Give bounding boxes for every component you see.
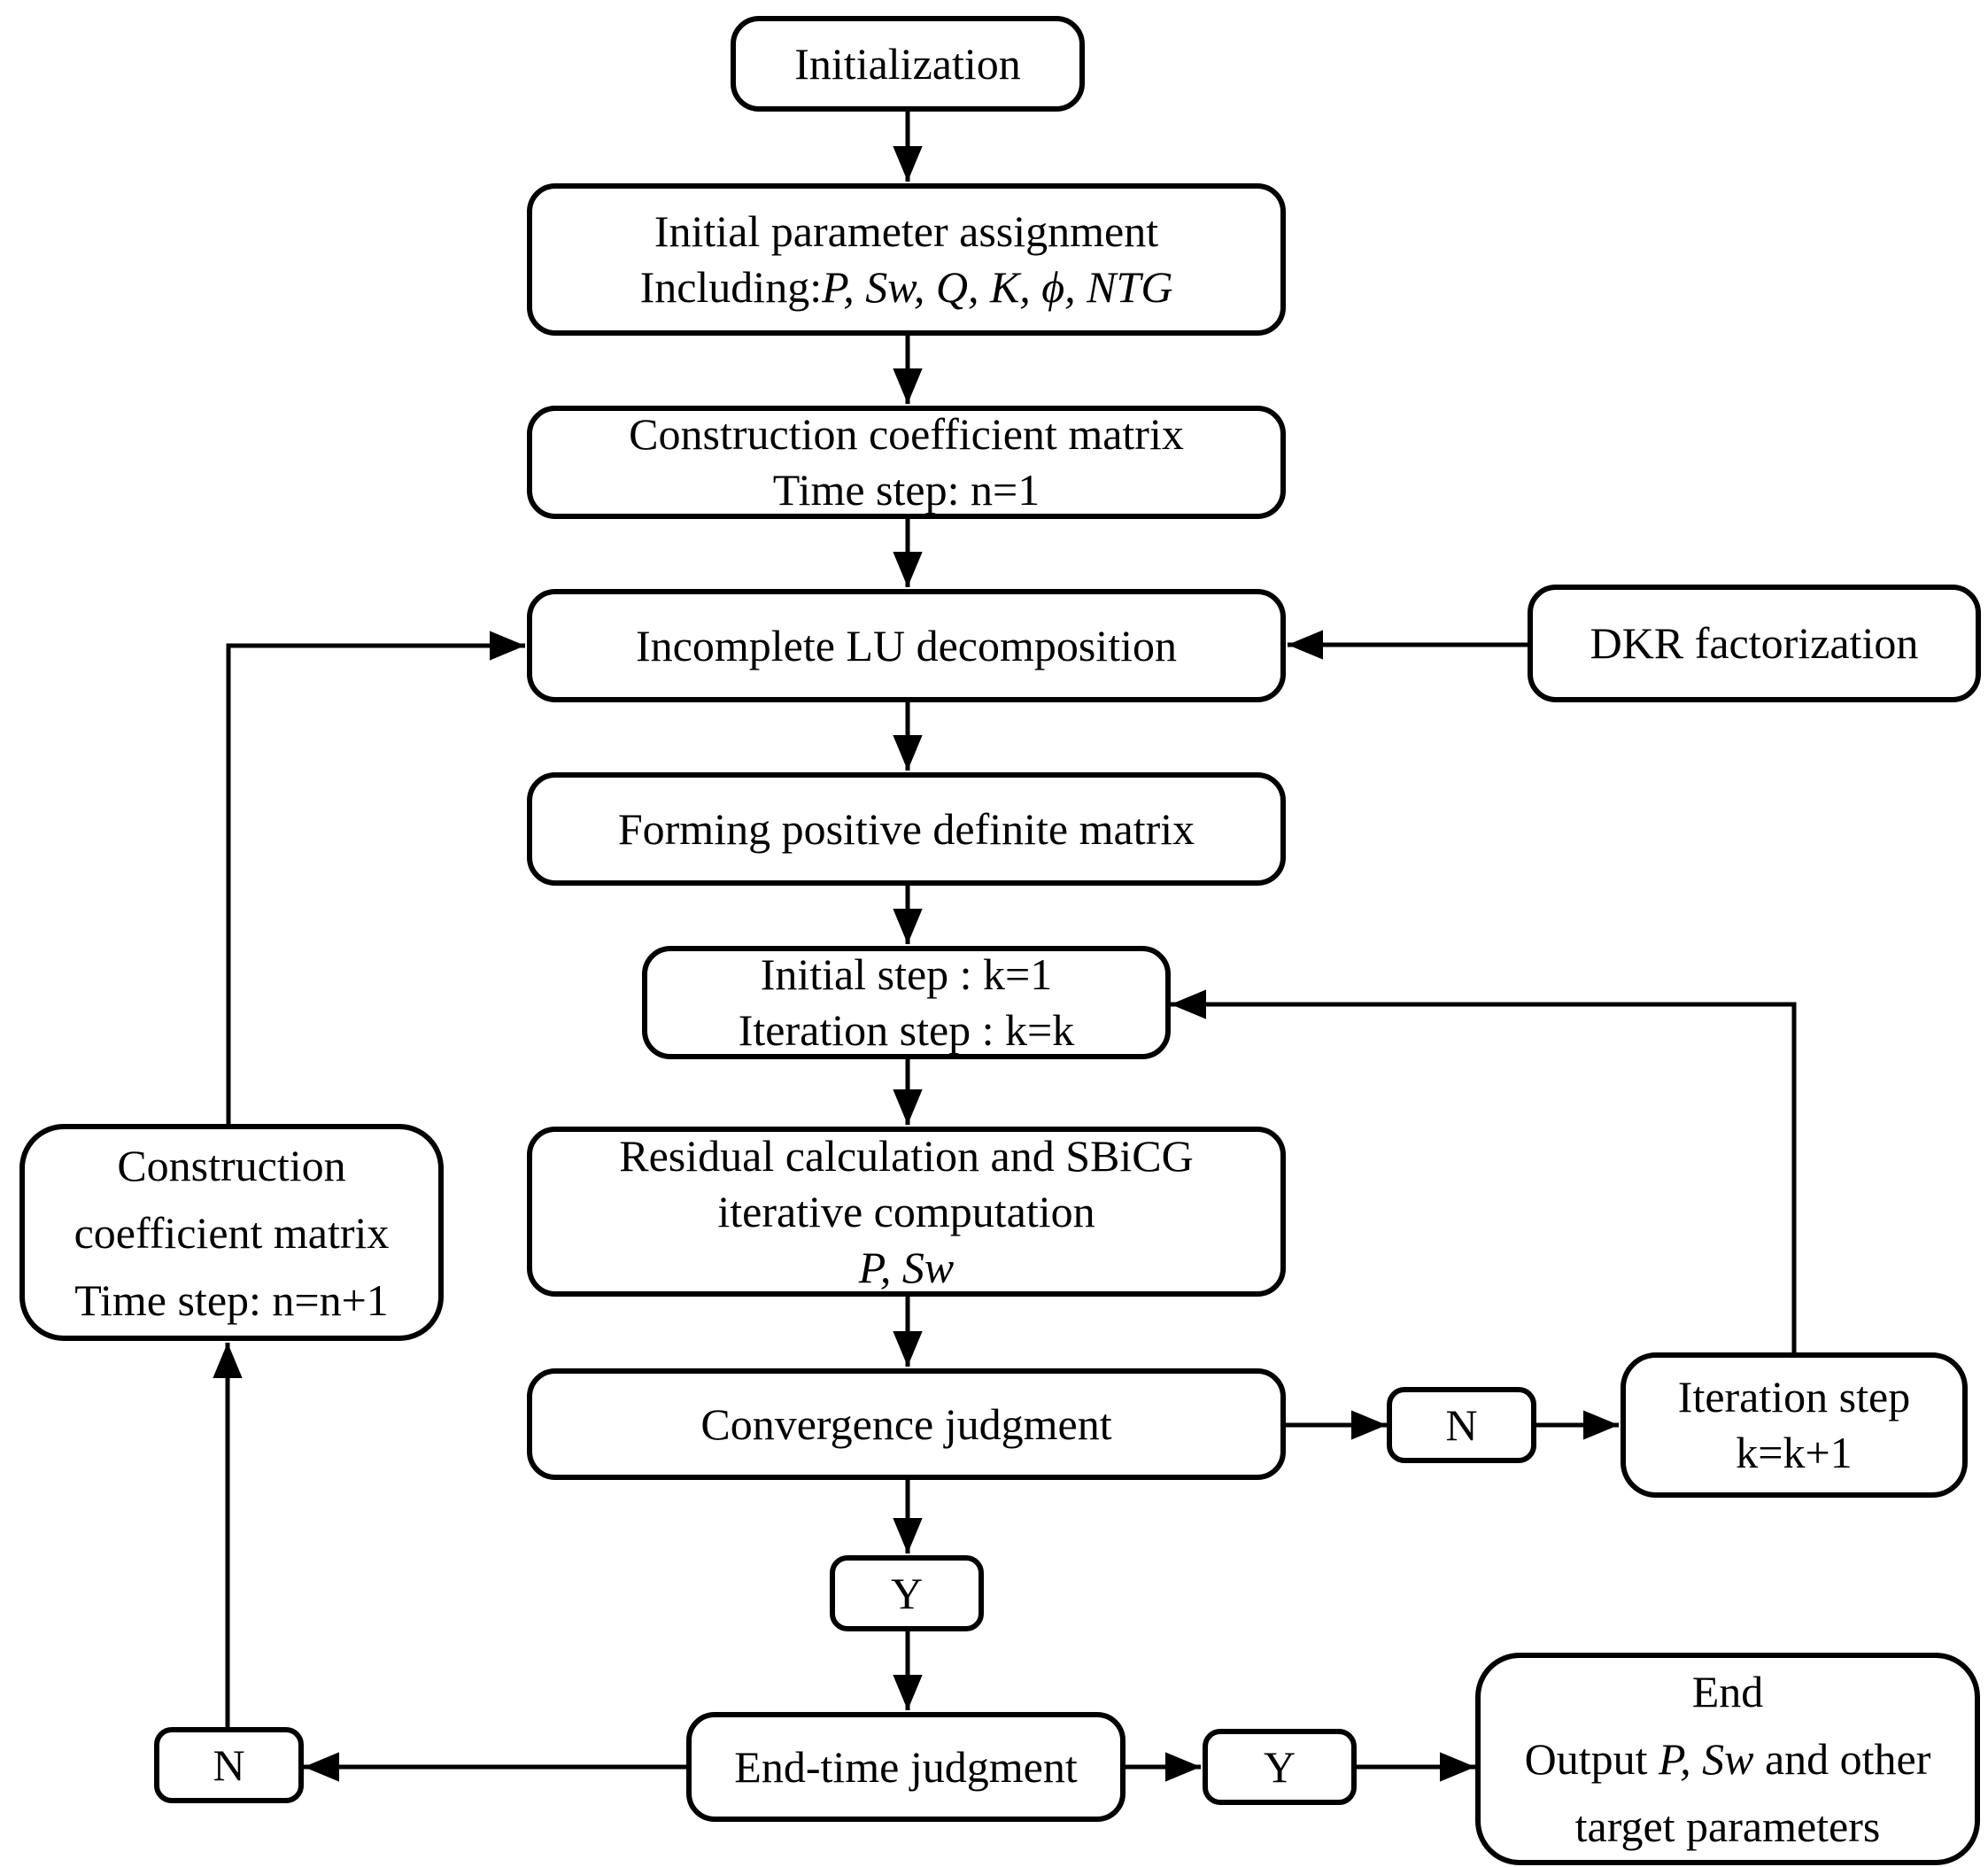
construction-n1-line1: Construction coefficient matrix [629, 409, 1184, 459]
construction-n1-line2: Time step: n=1 [772, 465, 1040, 515]
residual-line3: P, Sw [858, 1242, 955, 1292]
branch-n-convergence-label: N [1445, 1399, 1478, 1450]
initial-parameter-line1: Initial parameter assignment [654, 206, 1159, 256]
node-incomplete-lu-decomposition: Incomplete LU decomposition [527, 589, 1286, 702]
node-end-output: End Output P, Sw and other target parame… [1475, 1653, 1980, 1865]
initial-step-line1: Initial step : k=1 [760, 949, 1053, 999]
node-forming-positive-definite-matrix: Forming positive definite matrix [527, 772, 1286, 886]
end-output-line1: End [1691, 1667, 1764, 1716]
initial-step-line2: Iteration step : k=k [738, 1005, 1075, 1055]
dkr-label: DKR factorization [1590, 618, 1919, 668]
branch-y-convergence-label: Y [890, 1568, 924, 1618]
connector-iterationstep-to-initialstep [1171, 989, 1797, 1352]
node-initial-parameter: Initial parameter assignment Including:P… [527, 183, 1286, 336]
node-initial-step: Initial step : k=1 Iteration step : k=k [642, 946, 1171, 1059]
incomplete-lu-label: Incomplete LU decomposition [636, 620, 1177, 670]
end-output-line2: Output P, Sw and other [1524, 1734, 1931, 1784]
branch-y-endtime-label: Y [1263, 1741, 1296, 1792]
branch-y-convergence: Y [830, 1555, 984, 1631]
residual-line1: Residual calculation and SBiCG [619, 1130, 1194, 1181]
residual-line2: iterative computation [717, 1186, 1095, 1236]
initial-parameter-line2: Including:P, Sw, Q, K, ϕ, NTG [639, 262, 1173, 312]
node-construction-coefficient-matrix-next: Construction coefficient matrix Time ste… [19, 1124, 444, 1341]
branch-n-endtime-label: N [213, 1739, 245, 1790]
branch-n-convergence: N [1387, 1387, 1536, 1463]
node-end-time-judgment: End-time judgment [686, 1712, 1126, 1822]
connector-constructionnext-to-lu [226, 631, 525, 1124]
forming-label: Forming positive definite matrix [617, 803, 1195, 854]
node-initialization-label: Initialization [794, 38, 1021, 89]
node-convergence-judgment: Convergence judgment [527, 1368, 1286, 1480]
branch-y-endtime: Y [1203, 1729, 1357, 1805]
iteration-step-line1: Iteration step [1677, 1372, 1911, 1422]
node-iteration-step-increment: Iteration step k=k+1 [1621, 1352, 1968, 1498]
end-output-line3: target parameters [1574, 1801, 1881, 1851]
convergence-label: Convergence judgment [700, 1398, 1112, 1449]
node-initialization: Initialization [731, 16, 1085, 112]
branch-n-endtime: N [154, 1727, 304, 1803]
construction-next-line3: Time step: n=n+1 [74, 1274, 389, 1325]
iteration-step-line2: k=k+1 [1736, 1428, 1853, 1477]
node-residual-calculation: Residual calculation and SBiCG iterative… [527, 1127, 1286, 1297]
node-construction-coefficient-matrix-n1: Construction coefficient matrix Time ste… [527, 406, 1286, 519]
construction-next-line1: Construction [117, 1140, 346, 1190]
end-time-label: End-time judgment [734, 1741, 1078, 1792]
node-dkr-factorization: DKR factorization [1528, 585, 1981, 702]
construction-next-line2: coefficient matrix [73, 1207, 390, 1258]
